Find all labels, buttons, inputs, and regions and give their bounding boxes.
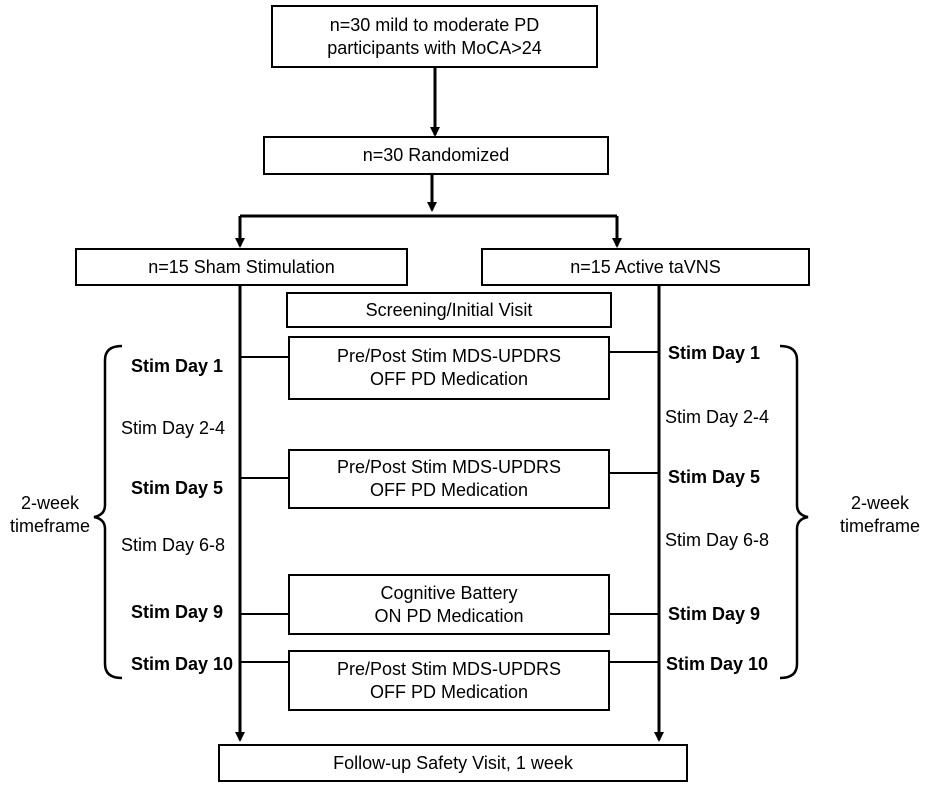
- screening-box: Screening/Initial Visit: [286, 292, 612, 328]
- visit-day1-box: Pre/Post Stim MDS-UPDRS OFF PD Medicatio…: [288, 336, 610, 400]
- right-stim-day-9: Stim Day 9: [668, 604, 761, 624]
- sham-arm-box: n=15 Sham Stimulation: [75, 248, 408, 286]
- enrollment-line-1: n=30 mild to moderate PD: [329, 14, 540, 35]
- visit-day10-line-1: Pre/Post Stim MDS-UPDRS: [336, 658, 562, 679]
- randomized-box: n=30 Randomized: [263, 136, 609, 175]
- left-stim-day-6-8: Stim Day 6-8: [121, 535, 226, 555]
- visit-day1-line-2: OFF PD Medication: [369, 369, 529, 389]
- visit-day5-box: Pre/Post Stim MDS-UPDRS OFF PD Medicatio…: [288, 449, 610, 509]
- right-stim-day-2-4: Stim Day 2-4: [665, 407, 770, 427]
- right-stim-day-5: Stim Day 5: [668, 467, 761, 487]
- visit-day10-line-2: OFF PD Medication: [369, 681, 529, 702]
- enrollment-line-2: participants with MoCA>24: [327, 37, 542, 58]
- left-stim-day-10: Stim Day 10: [131, 654, 234, 674]
- timeframe-right-line-1: 2-week: [850, 493, 910, 513]
- visit-day9-box: Cognitive Battery ON PD Medication: [288, 574, 610, 635]
- left-brace: [93, 344, 123, 680]
- right-stim-day-1: Stim Day 1: [668, 343, 761, 363]
- visit-day5-line-2: OFF PD Medication: [369, 480, 529, 500]
- left-stim-day-5: Stim Day 5: [131, 478, 224, 498]
- sham-arm-label: n=15 Sham Stimulation: [148, 256, 335, 277]
- left-stim-day-1: Stim Day 1: [131, 356, 224, 376]
- visit-day9-line-2: ON PD Medication: [374, 605, 524, 626]
- timeframe-left-line-1: 2-week: [20, 493, 80, 513]
- timeframe-left-line-2: timeframe: [9, 516, 90, 536]
- timeframe-right-line-2: timeframe: [839, 516, 920, 536]
- visit-day5-line-1: Pre/Post Stim MDS-UPDRS: [336, 457, 562, 477]
- right-brace: [779, 344, 809, 680]
- randomized-label: n=30 Randomized: [362, 145, 510, 165]
- timeframe-right: 2-week timeframe: [828, 492, 932, 538]
- active-arm-box: n=15 Active taVNS: [481, 248, 810, 286]
- right-stim-day-10: Stim Day 10: [666, 654, 769, 674]
- visit-day10-box: Pre/Post Stim MDS-UPDRS OFF PD Medicatio…: [288, 650, 610, 711]
- left-stim-day-2-4: Stim Day 2-4: [121, 418, 226, 438]
- visit-day9-line-1: Cognitive Battery: [380, 582, 518, 603]
- active-arm-label: n=15 Active taVNS: [570, 256, 721, 277]
- screening-label: Screening/Initial Visit: [365, 299, 533, 320]
- left-stim-day-9: Stim Day 9: [131, 602, 224, 622]
- visit-day1-line-1: Pre/Post Stim MDS-UPDRS: [336, 346, 562, 366]
- right-stim-day-6-8: Stim Day 6-8: [665, 530, 770, 550]
- enrollment-box: n=30 mild to moderate PD participants wi…: [271, 5, 598, 68]
- timeframe-left: 2-week timeframe: [2, 492, 98, 538]
- followup-label: Follow-up Safety Visit, 1 week: [333, 752, 573, 773]
- followup-box: Follow-up Safety Visit, 1 week: [218, 744, 688, 782]
